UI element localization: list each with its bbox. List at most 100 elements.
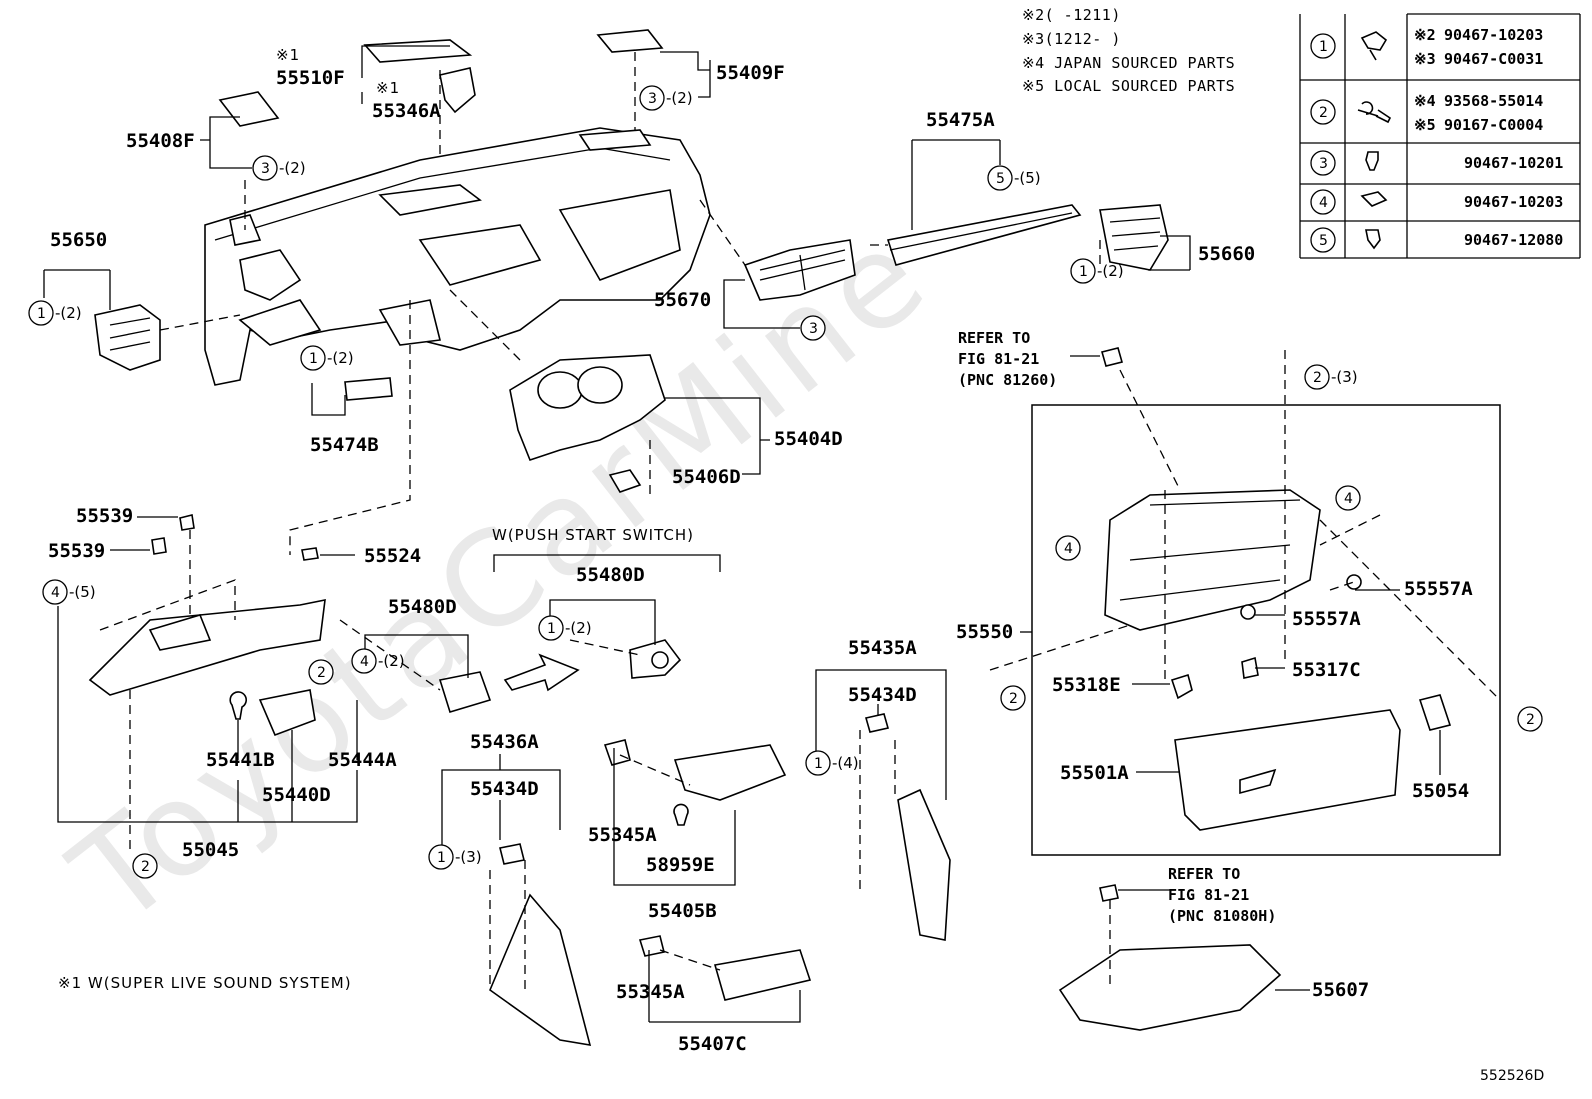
- table-part: 90467-12080: [1464, 231, 1563, 249]
- side-cover-right-part: [897, 788, 951, 941]
- label-55539: 55539: [76, 505, 133, 527]
- mark-1: ※1: [376, 79, 400, 97]
- callout-qty: -(2): [279, 159, 306, 177]
- diagram-code: 552526D: [1480, 1068, 1544, 1084]
- callout-num: 1: [547, 621, 556, 637]
- callouts: 3 -(2) 3 -(2) 1 -(2) 1 -(2) 3 5 -(5) 1 -…: [28, 85, 1543, 879]
- table-row-1-num: 1: [1319, 39, 1328, 55]
- label-55480D: 55480D: [388, 596, 457, 618]
- footnote-3: ※3(1212- ): [1022, 30, 1121, 48]
- callout-qty: -(2): [378, 652, 405, 670]
- screw-icon: [1357, 101, 1392, 124]
- label-55434D: 55434D: [470, 778, 539, 800]
- fastener-table: 1 2 3 4 5 ※2 90467-10203 ※3 90467-C0031 …: [1299, 13, 1581, 259]
- right-side-vent-part: [1099, 204, 1169, 271]
- label-55441B: 55441B: [206, 749, 275, 771]
- label-55510F: 55510F: [276, 67, 345, 89]
- box-part: [673, 744, 787, 801]
- label-55317C: 55317C: [1292, 659, 1361, 681]
- refer-note-2-line2: FIG 81-21: [1168, 886, 1249, 904]
- assembly-lines: [99, 52, 1501, 995]
- label-55406D: 55406D: [672, 466, 741, 488]
- label-55475A: 55475A: [926, 109, 995, 131]
- refer-note-2-line3: (PNC 81080H): [1168, 907, 1276, 925]
- label-55045: 55045: [182, 839, 239, 861]
- label-55557A: 55557A: [1292, 608, 1361, 630]
- small-panel-part: [344, 377, 393, 401]
- clip-icon: [1360, 191, 1388, 207]
- callout-num: 1: [1079, 264, 1088, 280]
- callout-num: 3: [809, 321, 818, 337]
- side-cover-left-part: [489, 893, 592, 1046]
- label-55436A: 55436A: [470, 731, 539, 753]
- glove-box-part: [1174, 709, 1401, 831]
- label-55054: 55054: [1412, 780, 1469, 802]
- left-side-vent-part: [94, 304, 161, 371]
- clip-icon: [1360, 31, 1388, 61]
- callout-qty: -(2): [1097, 262, 1124, 280]
- lower-tray-part: [1058, 944, 1282, 1031]
- callout-num: 1: [437, 850, 446, 866]
- label-55409F: 55409F: [716, 62, 785, 84]
- label-55345A: 55345A: [588, 824, 657, 846]
- callout-qty: -(5): [1014, 169, 1041, 187]
- table-part: 90467-C0031: [1444, 50, 1543, 68]
- label-55405B: 55405B: [648, 900, 717, 922]
- callout-num: 3: [261, 161, 270, 177]
- callout-num: 2: [141, 859, 150, 875]
- table-part: 90467-10203: [1444, 26, 1543, 44]
- push-start-label: W(PUSH START SWITCH): [492, 526, 694, 544]
- callout-num: 2: [1009, 691, 1018, 707]
- label-55501A: 55501A: [1060, 762, 1129, 784]
- callout-qty: -(4): [832, 754, 859, 772]
- label-55404D: 55404D: [774, 428, 843, 450]
- speaker-part: [439, 67, 476, 114]
- refer-note-1-line1: REFER TO: [958, 329, 1030, 347]
- callout-num: 1: [309, 351, 318, 367]
- cover-part: [596, 29, 664, 53]
- bracket-part: [713, 949, 812, 1001]
- callout-num: 4: [1064, 541, 1073, 557]
- cover-part: [218, 91, 280, 127]
- label-55607: 55607: [1312, 979, 1369, 1001]
- table-mark: ※4: [1414, 92, 1436, 110]
- table-mark: ※5: [1414, 116, 1436, 134]
- table-part: 93568-55014: [1444, 92, 1543, 110]
- label-55346A: 55346A: [372, 100, 441, 122]
- footnote-4: ※4 JAPAN SOURCED PARTS: [1022, 54, 1235, 72]
- table-part: 90467-10201: [1464, 154, 1563, 172]
- callout-num: 4: [51, 585, 60, 601]
- speaker-cover-part: [363, 39, 473, 63]
- label-55650: 55650: [50, 229, 107, 251]
- label-55408F: 55408F: [126, 130, 195, 152]
- arrow-shape: [503, 653, 580, 692]
- callout-qty: -(3): [455, 848, 482, 866]
- label-58959E: 58959E: [646, 854, 715, 876]
- glove-box-group-frame: [1031, 404, 1501, 856]
- label-55539: 55539: [48, 540, 105, 562]
- refer-note-1-line2: FIG 81-21: [958, 350, 1039, 368]
- callout-qty: -(2): [55, 304, 82, 322]
- callout-num: 5: [996, 171, 1005, 187]
- label-55345A: 55345A: [616, 981, 685, 1003]
- callout-num: 3: [648, 91, 657, 107]
- table-mark: ※2: [1414, 26, 1436, 44]
- bracket-part: [608, 469, 642, 493]
- label-55434D: 55434D: [848, 684, 917, 706]
- callout-qty: -(2): [565, 619, 592, 637]
- callout-num: 2: [317, 665, 326, 681]
- table-row-5-num: 5: [1319, 233, 1328, 249]
- refer-note-1-line3: (PNC 81260): [958, 371, 1057, 389]
- clip-icon: [1365, 229, 1381, 250]
- callout-num: 4: [360, 654, 369, 670]
- strip-part: [886, 204, 1082, 266]
- callout-num: 1: [814, 756, 823, 772]
- label-55660: 55660: [1198, 243, 1255, 265]
- instrument-panel-illustration: [204, 127, 711, 386]
- mark-1: ※1: [276, 46, 300, 64]
- footnote-1: ※1 W(SUPER LIVE SOUND SYSTEM): [58, 974, 352, 992]
- label-55550: 55550: [956, 621, 1013, 643]
- label-55524: 55524: [364, 545, 421, 567]
